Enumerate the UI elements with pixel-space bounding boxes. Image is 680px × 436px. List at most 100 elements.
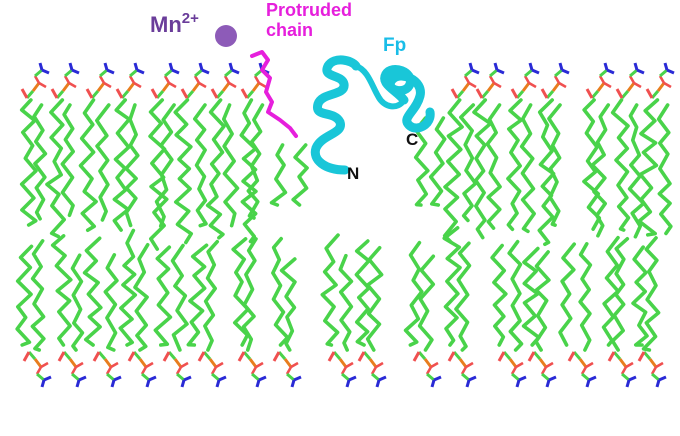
choline-bond xyxy=(34,68,43,78)
lipid-tail xyxy=(95,103,111,222)
lipid-tail xyxy=(490,243,508,347)
amine-nitrogen-bond xyxy=(43,375,52,382)
amine-nitrogen-bond xyxy=(606,68,615,75)
fusion-peptide-label: Fp xyxy=(383,35,407,56)
phosphate-bond xyxy=(283,358,293,368)
lipid-tail xyxy=(459,103,478,223)
choline-bond xyxy=(36,372,45,382)
choline-bond xyxy=(659,68,668,78)
phosphate-oxygen-bond xyxy=(168,81,177,89)
amine-nitrogen-bond xyxy=(171,68,180,75)
lipid-tail xyxy=(534,250,551,352)
phosphate-oxygen-bond xyxy=(193,75,201,84)
amine-nitrogen-bond xyxy=(528,62,534,71)
lipid-tail xyxy=(558,242,576,347)
lipid-tail xyxy=(271,236,290,347)
phosphate-bond xyxy=(248,358,258,368)
phosphate-oxygen-bond xyxy=(215,361,224,369)
c-terminus-label: C xyxy=(406,130,419,149)
phosphate-bond xyxy=(221,82,231,92)
lipid-tail xyxy=(103,253,119,352)
phosphate-oxygen-bond xyxy=(523,75,531,84)
amine-nitrogen-bond xyxy=(655,379,661,388)
protruded-chain-label-line1: Protruded xyxy=(266,0,353,20)
phosphate-oxygen-bond xyxy=(625,361,634,369)
phosphate-oxygen-bond xyxy=(163,75,171,84)
amine-nitrogen-bond xyxy=(430,379,436,388)
lipid-tail xyxy=(601,235,620,347)
phosphate-oxygen-bond xyxy=(145,361,154,369)
amine-nitrogen-bond xyxy=(468,375,477,382)
lipid-bilayer xyxy=(15,98,673,352)
phosphate-oxygen-bond xyxy=(250,366,258,375)
phosphate-bond xyxy=(96,82,106,92)
phosphate-oxygen-bond xyxy=(603,81,612,89)
amine-nitrogen-bond xyxy=(375,379,381,388)
choline-bond xyxy=(581,372,590,382)
choline-bond xyxy=(554,68,563,78)
lipid-tail xyxy=(428,116,447,207)
ester-oxygen-bond xyxy=(475,88,484,99)
phosphate-oxygen-bond xyxy=(210,366,218,375)
choline-bond xyxy=(176,372,185,382)
choline-bond xyxy=(489,68,498,78)
amine-nitrogen-bond xyxy=(136,68,145,75)
lipid-tail xyxy=(417,254,436,352)
lipid-headgroups xyxy=(20,62,675,388)
lipid-tail xyxy=(173,98,194,245)
lipid-tail xyxy=(442,98,464,244)
protruded-chain-label-line2: chain xyxy=(266,20,314,40)
phosphate-oxygen-bond xyxy=(38,81,47,89)
amine-nitrogen-bond xyxy=(348,375,357,382)
phosphate-bond xyxy=(68,358,78,368)
ester-oxygen-bond xyxy=(57,351,66,362)
phosphate-oxygen-bond xyxy=(510,366,518,375)
lipid-tail xyxy=(78,98,98,233)
phosphate-oxygen-bond xyxy=(528,81,537,89)
lipid-tail xyxy=(231,237,250,347)
phosphate-oxygen-bond xyxy=(580,366,588,375)
phosphate-oxygen-bond xyxy=(468,81,477,89)
ester-oxygen-bond xyxy=(50,88,59,99)
phosphate-oxygen-bond xyxy=(493,81,502,89)
lipid-tail xyxy=(637,98,660,237)
choline-bond xyxy=(64,68,73,78)
ester-oxygen-bond xyxy=(585,88,594,99)
lipid-tail xyxy=(627,103,646,239)
choline-bond xyxy=(371,372,380,382)
lipid-tail xyxy=(413,116,430,207)
ester-oxygen-bond xyxy=(85,88,94,99)
amine-nitrogen-bond xyxy=(658,375,667,382)
lipid-tail xyxy=(50,234,73,347)
amine-nitrogen-bond xyxy=(603,62,609,71)
phosphate-oxygen-bond xyxy=(63,75,71,84)
amine-nitrogen-bond xyxy=(588,375,597,382)
choline-bond xyxy=(211,372,220,382)
ester-oxygen-bond xyxy=(197,351,206,362)
phosphate-oxygen-bond xyxy=(540,366,548,375)
phosphate-oxygen-bond xyxy=(228,81,237,89)
phosphate-bond xyxy=(656,82,666,92)
lipid-tail xyxy=(241,237,258,352)
phosphate-oxygen-bond xyxy=(620,366,628,375)
phosphate-oxygen-bond xyxy=(68,81,77,89)
ester-oxygen-bond xyxy=(615,88,624,99)
choline-bond xyxy=(541,372,550,382)
lipid-tail xyxy=(118,228,138,347)
phosphate-oxygen-bond xyxy=(35,366,43,375)
phosphate-bond xyxy=(103,358,113,368)
amine-nitrogen-bond xyxy=(71,68,80,75)
ester-oxygen-bond xyxy=(497,351,506,362)
choline-bond xyxy=(129,68,138,78)
phosphate-oxygen-bond xyxy=(253,75,261,84)
amine-nitrogen-bond xyxy=(468,62,474,71)
mn-ion-label: Mn2+ xyxy=(150,11,199,36)
phosphate-oxygen-bond xyxy=(33,75,41,84)
phosphate-oxygen-bond xyxy=(650,366,658,375)
phosphate-bond xyxy=(551,82,561,92)
choline-bond xyxy=(286,372,295,382)
lipid-tail xyxy=(153,245,173,347)
amine-nitrogen-bond xyxy=(666,68,675,75)
amine-nitrogen-bond xyxy=(40,379,46,388)
amine-nitrogen-bond xyxy=(180,379,186,388)
